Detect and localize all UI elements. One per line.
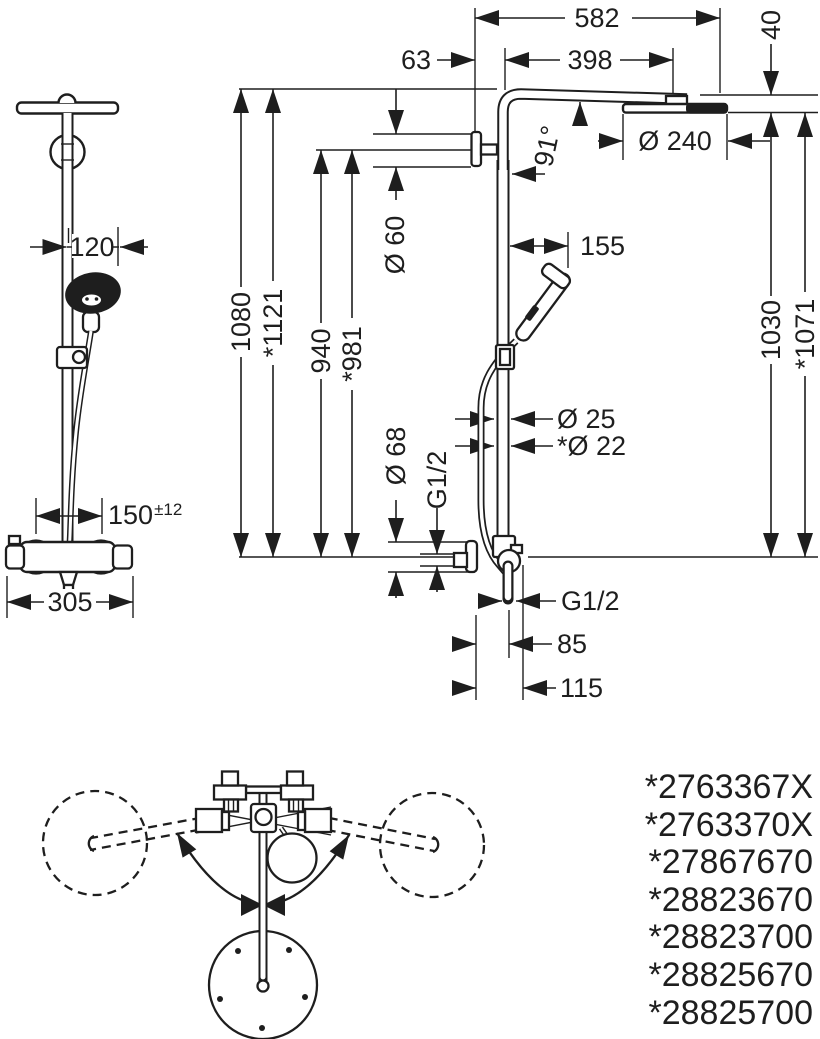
dim-label-120: 120 — [69, 232, 114, 262]
swivel-arm-right — [311, 813, 440, 854]
dim-155: 155 — [510, 231, 625, 261]
overhead-shower-front — [15, 101, 120, 115]
swivel-range-left — [41, 789, 149, 897]
product-codes: *2763367X *2763370X *27867670 *28823670 … — [645, 768, 813, 1032]
dim-label-g12-supply: G1/2 — [422, 451, 452, 510]
pivot-marker — [241, 894, 263, 916]
dim-label-582: 582 — [574, 3, 619, 33]
dim-1030: 1030 — [756, 113, 786, 557]
dim-label-60: Ø 60 — [380, 216, 410, 275]
dim-label-1121: *1121 — [258, 289, 288, 358]
dim-940: 940 — [306, 150, 336, 557]
dim-label-1071: *1071 — [790, 299, 820, 370]
riser-end-cap — [256, 979, 270, 993]
valve-handle-left — [4, 544, 26, 570]
dim-label-85: 85 — [557, 629, 587, 659]
hand-shower-head — [540, 262, 572, 290]
hand-shower-selector — [525, 305, 539, 321]
dim-label-40: 40 — [756, 10, 786, 40]
dim-85: 85 — [452, 629, 587, 659]
dim-label-g12-outlet: G1/2 — [561, 586, 620, 616]
dim-115: 115 — [452, 673, 603, 703]
dim-22: *Ø 22 — [455, 431, 626, 461]
wall-bracket-pin — [479, 143, 499, 156]
dim-40: 40 — [756, 10, 786, 95]
dim-label-150: 150±12 — [108, 500, 182, 530]
side-view: 582 63 398 40 Ø 240 1080 *1121 940 *981 — [226, 3, 820, 703]
angle-91: 91° — [512, 102, 588, 182]
hand-shower-front — [65, 272, 121, 314]
dim-398: 398 — [505, 45, 673, 75]
outlet-nut — [58, 570, 79, 587]
dim-label-115: 115 — [560, 673, 603, 703]
safety-button — [7, 534, 22, 546]
dim-label-981: *981 — [337, 326, 367, 382]
dim-981: *981 — [337, 150, 367, 557]
dim-label-1030: 1030 — [756, 300, 786, 360]
dim-label-155: 155 — [580, 231, 625, 261]
wall-plate-assembly — [194, 770, 333, 834]
shower-side-drawing — [452, 88, 729, 605]
dim-150: 150±12 — [35, 498, 182, 534]
dim-1080: 1080 — [226, 89, 256, 557]
dim-240: Ø 240 — [598, 126, 770, 156]
swivel-range-right — [378, 791, 486, 899]
supply-stub — [452, 551, 469, 569]
product-code: *28825700 — [648, 994, 813, 1032]
product-code: *2763370X — [645, 806, 813, 844]
product-code: *2763367X — [645, 768, 813, 806]
dim-305: 305 — [6, 576, 134, 618]
dim-label-68: Ø 68 — [381, 427, 411, 486]
dim-label-22: *Ø 22 — [557, 431, 626, 461]
dim-label-63: 63 — [401, 45, 431, 75]
dim-label-25: Ø 25 — [557, 404, 616, 434]
dim-63: 63 — [401, 45, 475, 75]
hand-shower-top-view — [266, 832, 318, 884]
dim-label-305: 305 — [47, 587, 92, 617]
dim-label-398: 398 — [567, 45, 612, 75]
hand-shower-handle-front — [81, 310, 101, 334]
slider-knob — [71, 349, 87, 365]
product-code: *28823700 — [648, 918, 813, 956]
dim-120: 120 — [30, 227, 148, 266]
product-code: *28825670 — [648, 956, 813, 994]
dim-label-91: 91° — [528, 123, 566, 169]
dim-68: Ø 68 — [381, 427, 411, 598]
dim-g12-supply: G1/2 — [422, 451, 452, 592]
dim-label-240: Ø 240 — [638, 126, 712, 156]
valve-handle-right — [111, 544, 134, 570]
dim-25: Ø 25 — [455, 404, 616, 434]
dim-582: 582 — [475, 3, 720, 33]
plan-view — [41, 770, 486, 1039]
dim-label-940: 940 — [306, 328, 336, 373]
dim-60: Ø 60 — [380, 89, 410, 274]
wall-bracket-plate — [470, 130, 483, 168]
screw-right — [285, 770, 305, 787]
dim-label-1080: 1080 — [226, 292, 256, 352]
front-view: 120 150±12 305 — [4, 93, 182, 618]
product-code: *27867670 — [648, 843, 813, 881]
valve-body — [18, 540, 117, 574]
dim-g12-outlet: G1/2 — [478, 586, 620, 616]
product-code: *28823670 — [648, 881, 813, 919]
screw-left — [220, 770, 240, 787]
arm-front — [57, 93, 77, 104]
dim-1071: *1071 — [790, 113, 820, 557]
dim-1121: *1121 — [258, 89, 288, 557]
